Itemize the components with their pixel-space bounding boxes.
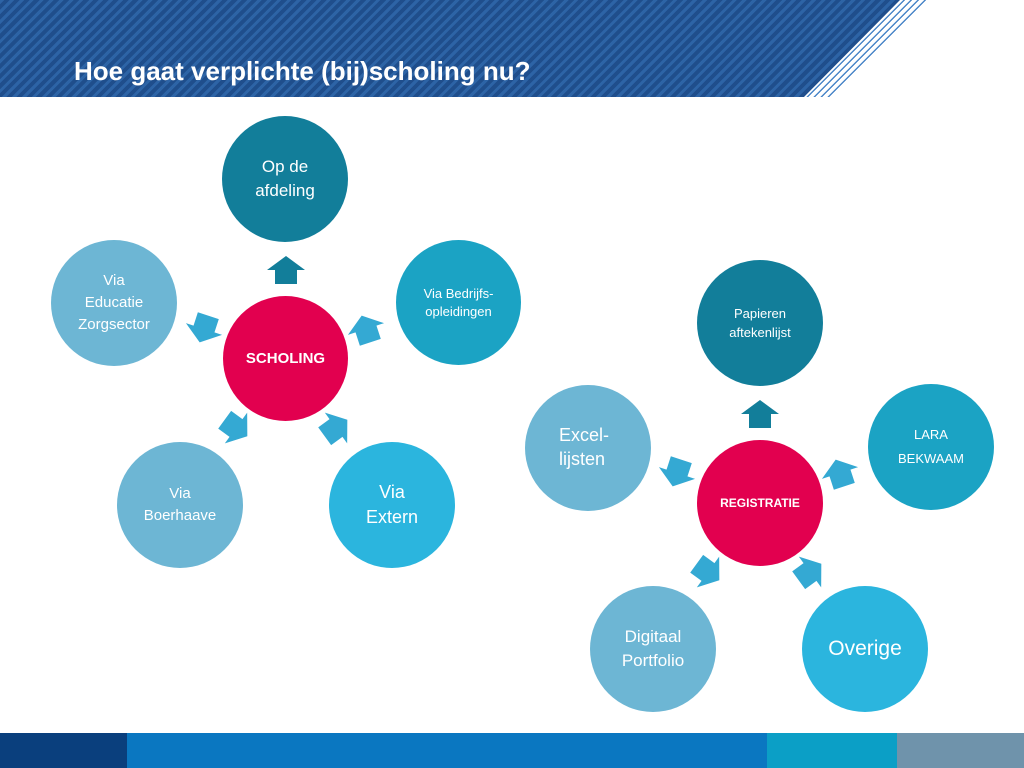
header-bar: Hoe gaat verplichte (bij)scholing nu? — [0, 0, 1024, 97]
scholing-hub-label: SCHOLING — [245, 350, 326, 367]
registratie-hub-label: REGISTRATIE — [720, 496, 800, 510]
node-boerhaave: Via Boerhaave — [117, 442, 243, 568]
node-overige-label: Overige — [828, 637, 902, 660]
page-title: Hoe gaat verplichte (bij)scholing nu? — [74, 56, 531, 86]
node-extern-label: Via Extern — [365, 482, 419, 527]
node-overige: Overige — [802, 586, 928, 712]
footer-segment-2 — [127, 733, 767, 768]
footer-bar — [0, 733, 1024, 768]
footer-segment-4 — [897, 733, 1024, 768]
node-bedrijfsopleidingen: Via Bedrijfs- opleidingen — [396, 240, 521, 365]
node-educatie-zorgsector: Via Educatie Zorgsector — [51, 240, 177, 366]
scholing-hub: SCHOLING — [223, 296, 348, 421]
footer-segment-3 — [767, 733, 897, 768]
footer-segment-1 — [0, 733, 127, 768]
node-bekwaam-label: BEKWAAM — [898, 451, 964, 466]
node-op-de-afdeling: Op de afdeling — [222, 116, 348, 242]
node-educatie-zorgsector-label: Via Educatie Zorgsector — [78, 272, 150, 333]
node-excel-lijsten-label: Excel- lijsten — [559, 425, 610, 469]
registratie-hub: REGISTRATIE — [697, 440, 823, 566]
node-lara-label: LARA — [914, 427, 948, 442]
node-digitaal-portfolio-label: Digitaal Portfolio — [621, 627, 685, 670]
node-papieren-aftekenlijst: Papieren aftekenlijst — [697, 260, 823, 386]
node-boerhaave-label: Via Boerhaave — [143, 485, 217, 524]
node-excel-lijsten: Excel- lijsten — [525, 385, 651, 511]
node-digitaal-portfolio: Digitaal Portfolio — [590, 586, 716, 712]
node-papieren-label: Papieren aftekenlijst — [729, 306, 791, 340]
node-extern: Via Extern — [329, 442, 455, 568]
node-bedrijfsopleidingen-label: Via Bedrijfs- opleidingen — [423, 285, 494, 319]
node-op-de-afdeling-label: Op de afdeling — [255, 157, 315, 200]
node-lara-bekwaam: LARA BEKWAAM — [868, 384, 994, 510]
